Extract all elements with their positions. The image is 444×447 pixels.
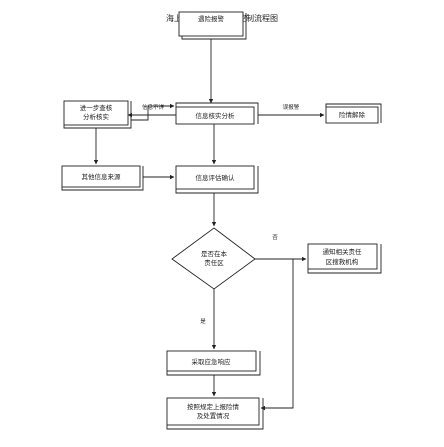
node-notify-line2: 区搜救机构 <box>326 257 359 266</box>
node-distress-alarm: 遇险报警 <box>178 11 247 40</box>
edge-label-yes: 是 <box>200 318 206 325</box>
node-verify-analyze: 信息核实分析 <box>175 102 259 125</box>
node-danger-cancelled-label: 险情解除 <box>339 110 366 119</box>
edge-further-to-verify <box>131 103 175 121</box>
node-evaluate-confirm: 信息评估确认 <box>175 165 259 194</box>
node-report-line2: 及处置情况 <box>197 411 230 420</box>
node-emergency-response-label: 采取应急响应 <box>192 357 232 366</box>
node-evaluate-confirm-label: 信息评估确认 <box>196 173 236 182</box>
decision-line1: 是否在本 <box>201 249 228 258</box>
node-emergency-response: 采取应急响应 <box>166 350 261 376</box>
node-other-sources-label: 其他信息来源 <box>82 172 122 181</box>
node-decision-responsibility-zone: 是否在本 责任区 <box>171 227 256 290</box>
edge-label-no: 否 <box>272 234 278 241</box>
node-other-sources: 其他信息来源 <box>61 165 144 191</box>
node-report-line1: 按照规定上报险情 <box>187 402 240 411</box>
node-danger-cancelled: 险情解除 <box>325 103 382 124</box>
node-notify-rescue-agency: 通知相关责任 区搜救机构 <box>307 243 382 274</box>
node-further-check-line2: 分析核实 <box>83 112 110 121</box>
node-further-check-line1: 进一步查核 <box>80 103 113 112</box>
node-further-check: 进一步查核 分析核实 <box>63 100 132 129</box>
node-verify-analyze-label: 信息核实分析 <box>196 111 236 120</box>
node-distress-alarm-label: 遇险报警 <box>198 14 225 23</box>
decision-line2: 责任区 <box>204 258 224 267</box>
node-report-handling: 按照规定上报险情 及处置情况 <box>166 397 264 430</box>
edge-label-info-unclear: 信息不详 <box>142 103 165 111</box>
edge-notify-to-report <box>260 259 294 411</box>
edge-label-false-alarm: 误报警 <box>283 103 300 111</box>
node-notify-line1: 通知相关责任 <box>323 247 363 256</box>
